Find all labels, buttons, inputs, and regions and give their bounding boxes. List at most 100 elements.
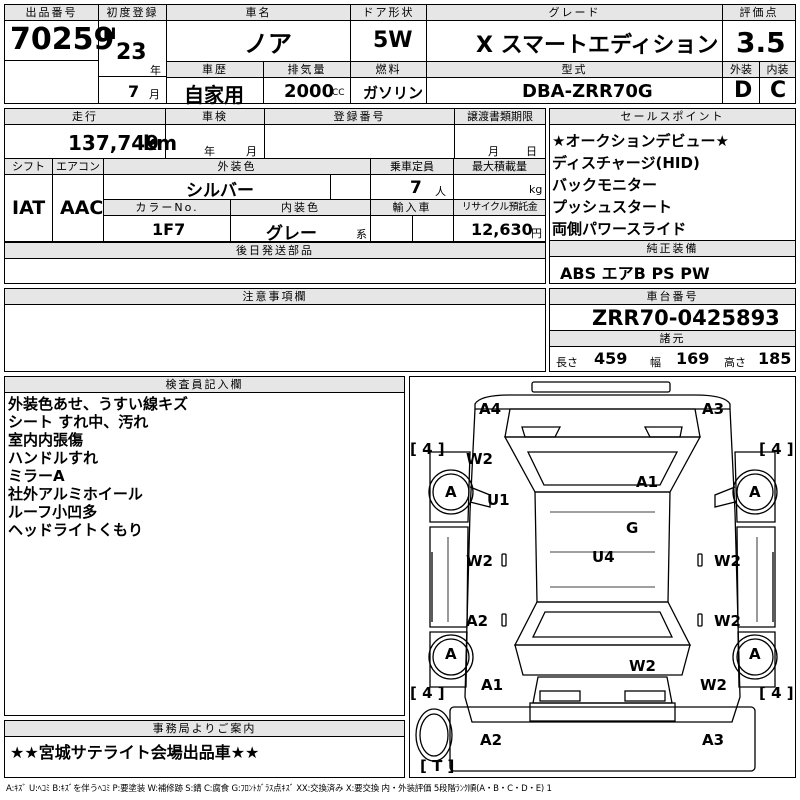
inspector-item: ハンドルすれ xyxy=(8,449,99,467)
front-bumper-top xyxy=(531,381,671,393)
rear-bumper xyxy=(449,706,756,772)
length: 459 xyxy=(594,349,628,368)
insp-month-unit: 月 xyxy=(246,145,257,158)
door-type: 5W xyxy=(373,28,413,53)
recycle: 12,630 xyxy=(471,220,533,239)
tire-mark: A xyxy=(445,483,457,501)
ac-header: エアコン xyxy=(53,159,103,175)
inspector-item: ヘッドライトくもり xyxy=(8,521,144,539)
lot-number: 70259 xyxy=(10,22,115,57)
int-color-header: 内装色 xyxy=(231,200,370,216)
mark-a3: A3 xyxy=(702,731,725,749)
mark-a4: A4 xyxy=(479,400,502,418)
chassis-number: ZRR70-0425893 xyxy=(592,306,780,330)
inspection-header: 車検 xyxy=(166,109,264,125)
equipment-header: 純正装備 xyxy=(550,241,795,257)
shift-header: シフト xyxy=(5,159,52,175)
front-bumper xyxy=(474,394,731,410)
mark-a1-roof: A1 xyxy=(636,473,659,491)
load-header: 最大積載量 xyxy=(454,159,545,175)
fuel: ガソリン xyxy=(363,84,424,102)
fuel-header: 燃料 xyxy=(351,62,426,78)
capacity: 7 xyxy=(410,178,422,198)
spare-tire-mark: [ T ] xyxy=(420,757,455,775)
inspector-item: 社外アルミホイール xyxy=(8,485,143,503)
grade-header: グレード xyxy=(427,5,722,21)
reg-year-unit: 年 xyxy=(150,64,161,77)
car-name: ノア xyxy=(244,30,292,58)
spec-panel xyxy=(4,108,546,242)
displacement-header: 排気量 xyxy=(264,62,350,78)
sales-point: プッシュスタート xyxy=(552,198,673,216)
lot-no-header: 出品番号 xyxy=(5,5,98,21)
mark-w2: W2 xyxy=(700,676,727,694)
reg-month-unit: 月 xyxy=(149,88,160,101)
inspector-item: ミラーA xyxy=(8,467,65,485)
mark-w2: W2 xyxy=(714,612,741,630)
mark-g: G xyxy=(626,519,639,537)
int-color: グレー xyxy=(266,224,317,244)
width-label: 幅 xyxy=(650,356,661,369)
mark-a1: A1 xyxy=(481,676,504,694)
ext-color: シルバー xyxy=(186,181,254,201)
displacement-unit: CC xyxy=(332,88,345,98)
color-no-header: カラーNo. xyxy=(104,200,230,216)
era: H xyxy=(103,24,117,43)
mark-w2: W2 xyxy=(466,552,493,570)
inspector-header: 検査員記入欄 xyxy=(5,377,404,393)
first-reg-header: 初度登録 xyxy=(99,5,166,21)
grade: X スマートエディション xyxy=(476,33,719,58)
equipment: ABS エアB PS PW xyxy=(560,264,710,283)
spare-tire xyxy=(415,708,453,762)
exterior-grade: D xyxy=(734,78,753,103)
chassis-header: 車台番号 xyxy=(550,289,795,305)
transfer-month-unit: 月 xyxy=(488,145,499,158)
transfer-header: 譲渡書類期限 xyxy=(455,109,545,125)
mark-w2: W2 xyxy=(466,450,493,468)
history: 自家用 xyxy=(184,83,244,107)
mark-a2: A2 xyxy=(466,612,489,630)
tire-count: [ 4 ] xyxy=(759,684,794,702)
roof xyxy=(534,491,671,603)
shift: IAT xyxy=(12,197,46,219)
insp-year-unit: 年 xyxy=(204,145,215,158)
height-label: 高さ xyxy=(724,356,746,369)
reg-year: 23 xyxy=(116,40,147,65)
door-header: ドア形状 xyxy=(351,5,426,21)
body-outline xyxy=(464,408,741,723)
reg-month: 7 xyxy=(128,82,140,101)
tire-mark: A xyxy=(749,645,761,663)
tire-count: [ 4 ] xyxy=(410,684,445,702)
height: 185 xyxy=(758,349,792,368)
car-name-header: 車名 xyxy=(167,5,350,21)
ext-color-header: 外装色 xyxy=(104,159,370,175)
capacity-header: 乗車定員 xyxy=(371,159,453,175)
tire-mark: A xyxy=(749,483,761,501)
tire-count: [ 4 ] xyxy=(759,440,794,458)
capacity-unit: 人 xyxy=(435,185,446,198)
rear-window xyxy=(513,601,692,646)
load-unit: kg xyxy=(529,183,543,196)
inspector-item: ルーフ小凹多 xyxy=(8,503,98,521)
reg-no-header: 登録番号 xyxy=(265,109,454,125)
interior-header: 内装 xyxy=(760,62,795,78)
legend: A:ｷｽﾞ U:ﾍｺﾐ B:ｷｽﾞを伴うﾍｺﾐ P:要塗装 W:補修跡 S:錆 … xyxy=(6,784,552,794)
mark-w2: W2 xyxy=(714,552,741,570)
sales-points-list: ★オークションデビュー★ ディスチャージ(HID) バックモニター プッシュスタ… xyxy=(552,130,729,240)
diagram-panel xyxy=(409,376,796,778)
recycle-unit: 円 xyxy=(531,227,542,240)
ac: AAC xyxy=(60,197,104,219)
recycle-header: リサイクル預託金 xyxy=(454,200,545,216)
score: 3.5 xyxy=(736,26,786,59)
mark-a3-top: A3 xyxy=(702,400,725,418)
interior-grade: C xyxy=(770,78,787,103)
inspector-panel xyxy=(4,376,405,716)
sales-point: 両側パワースライド xyxy=(552,220,687,238)
sales-point: ディスチャージ(HID) xyxy=(552,154,700,172)
sales-point: バックモニター xyxy=(552,176,658,194)
tire-count: [ 4 ] xyxy=(410,440,445,458)
tire-mark: A xyxy=(445,645,457,663)
mark-u4: U4 xyxy=(592,548,615,566)
mark-a2: A2 xyxy=(480,731,503,749)
transfer-day-unit: 日 xyxy=(526,145,537,158)
